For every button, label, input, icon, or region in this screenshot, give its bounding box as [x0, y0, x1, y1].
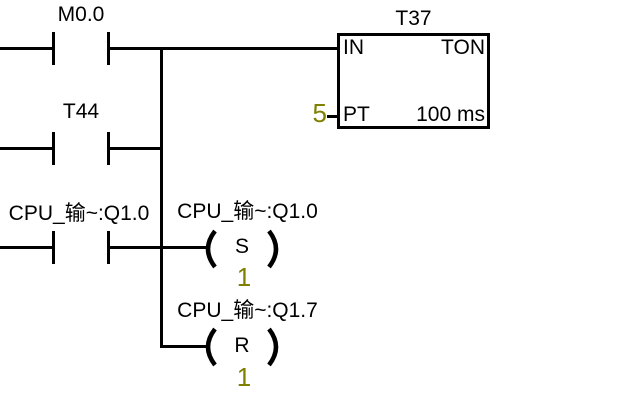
timer-type: TON [441, 36, 485, 59]
wire-pt-pin [327, 115, 337, 118]
reset-coil-operation[interactable]: R [234, 334, 250, 357]
contact1-right-leg[interactable] [107, 32, 110, 65]
set-coil-count[interactable]: 1 [236, 262, 252, 292]
timer-preset-value[interactable]: 5 [312, 98, 327, 128]
wire-rung3-to-set-coil [110, 246, 207, 249]
wire-rung2-to-junction [110, 147, 163, 150]
wire-rung1-left [0, 47, 52, 50]
set-coil-label[interactable]: CPU_输~:Q1.0 [177, 200, 318, 223]
contact1-left-leg[interactable] [52, 32, 55, 65]
contact2-left-leg[interactable] [52, 132, 55, 165]
wire-rung2-left [0, 147, 52, 150]
contact2-right-leg[interactable] [107, 132, 110, 165]
timer-block[interactable] [337, 33, 490, 129]
set-coil-symbol[interactable] [196, 226, 288, 272]
contact3-right-leg[interactable] [107, 231, 110, 264]
reset-coil-label[interactable]: CPU_输~:Q1.7 [177, 299, 318, 322]
timer-pin-in: IN [343, 36, 364, 59]
reset-coil-symbol[interactable] [196, 324, 288, 370]
wire-rung3-left [0, 246, 52, 249]
wire-rung1-to-timer [110, 47, 337, 50]
set-coil-operation[interactable]: S [234, 235, 249, 258]
contact1-label[interactable]: M0.0 [57, 3, 105, 26]
timer-name[interactable]: T37 [395, 7, 432, 30]
timer-resolution: 100 ms [416, 103, 485, 126]
wire-elbow-to-reset-coil [160, 345, 207, 348]
contact3-left-leg[interactable] [52, 231, 55, 264]
contact2-label[interactable]: T44 [62, 100, 100, 123]
contact3-label[interactable]: CPU_输~:Q1.0 [8, 202, 150, 225]
wire-junction-vertical [160, 47, 163, 348]
timer-pin-pt: PT [343, 103, 370, 126]
reset-coil-count[interactable]: 1 [236, 362, 252, 392]
